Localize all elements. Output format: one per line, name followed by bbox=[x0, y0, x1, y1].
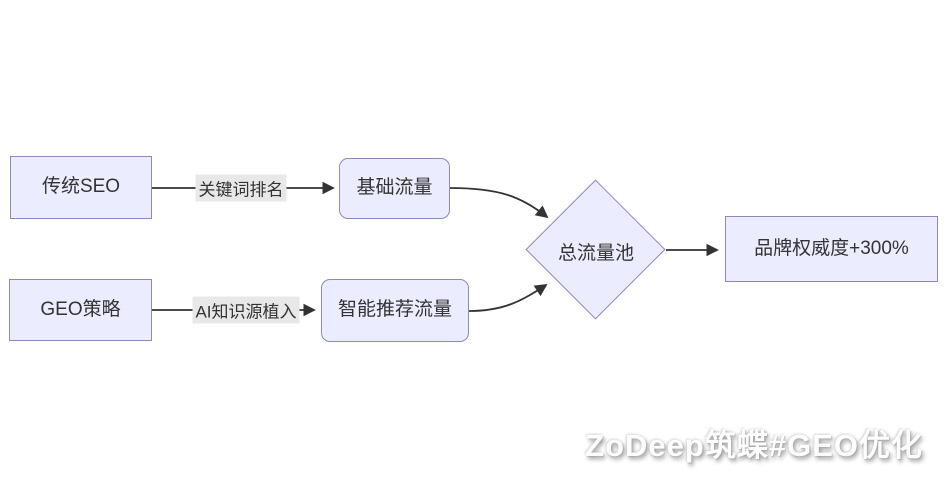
node-basic-traffic: 基础流量 bbox=[339, 158, 450, 219]
node-brand-authority: 品牌权威度+300% bbox=[725, 216, 938, 282]
edge-label-ai-knowledge-implant: AI知识源植入 bbox=[192, 296, 300, 324]
watermark-text: ZoDeep筑蝶#GEO优化 bbox=[585, 428, 923, 463]
edge-label-keyword-ranking: 关键词排名 bbox=[195, 174, 287, 202]
node-total-traffic-pool: 总流量池 bbox=[557, 243, 634, 264]
arrow-basic-to-pool bbox=[449, 187, 549, 219]
node-smart-recommend-traffic: 智能推荐流量 bbox=[321, 279, 469, 342]
node-traditional-seo: 传统SEO bbox=[10, 156, 152, 219]
node-geo-strategy: GEO策略 bbox=[9, 279, 152, 341]
arrow-smart-to-pool bbox=[468, 283, 548, 312]
